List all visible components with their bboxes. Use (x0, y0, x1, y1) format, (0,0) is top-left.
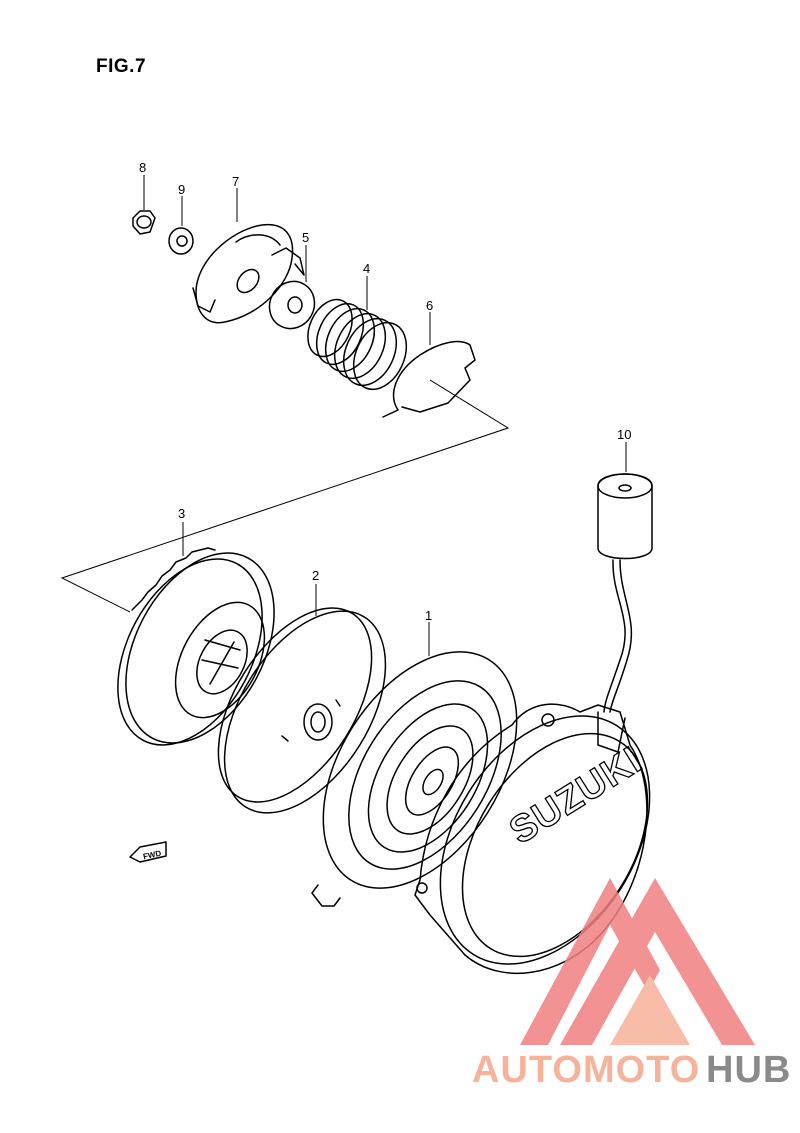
part-9-washer (168, 227, 194, 255)
part-1-recoil-spring (311, 651, 518, 907)
callout-10: 10 (617, 427, 631, 442)
fwd-arrow-text: FWD (142, 849, 162, 862)
guide-lines (60, 379, 510, 613)
callout-4: 4 (363, 261, 370, 276)
fwd-arrow-icon: FWD (129, 841, 167, 863)
callout-3: 3 (178, 506, 185, 521)
callout-9: 9 (178, 182, 185, 197)
callout-6: 6 (426, 298, 433, 313)
callout-7: 7 (232, 174, 239, 189)
figure-title: FIG.7 (96, 56, 147, 77)
part-3-drive-pulley (117, 547, 275, 746)
part-10-handle (597, 473, 653, 713)
callout-2: 2 (312, 568, 319, 583)
watermark-text-automoto: AUTOMOTO (472, 1049, 700, 1091)
cover-brand-text: SUZUKI (503, 739, 650, 853)
part-7-plate (192, 223, 305, 324)
callout-1: 1 (425, 608, 432, 623)
callout-8: 8 (139, 160, 146, 175)
leader-lines (143, 175, 627, 656)
watermark-logo (520, 878, 755, 1045)
part-2-reel (217, 607, 387, 814)
callout-5: 5 (302, 230, 309, 245)
part-8-nut (132, 210, 156, 235)
part-5-washer (268, 280, 316, 330)
part-6-spring-clip (382, 340, 476, 418)
watermark-text-hub: HUB (706, 1049, 791, 1091)
part-4-spring (307, 298, 408, 391)
